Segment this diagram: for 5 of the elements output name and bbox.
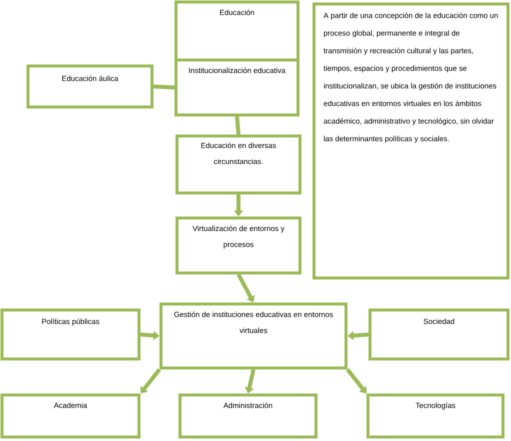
arrow	[140, 368, 162, 394]
connector-line	[153, 84, 175, 90]
arrow	[236, 274, 255, 302]
connector-line	[235, 116, 240, 135]
arrow	[346, 368, 366, 394]
